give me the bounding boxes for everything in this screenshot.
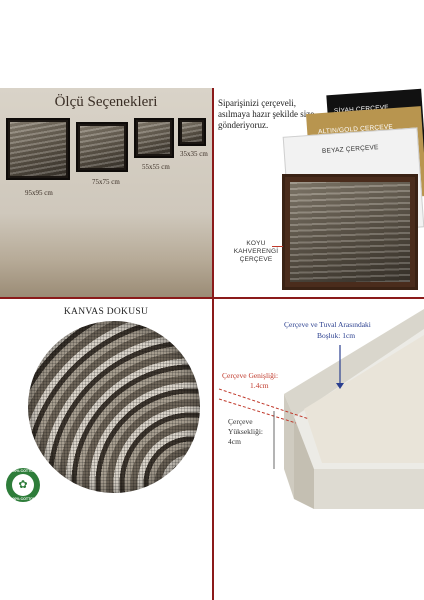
vertical-divider <box>212 88 214 600</box>
frame-options-panel: Siparişinizi çerçeveli, asılmaya hazır ş… <box>214 88 424 297</box>
frame-description: Siparişinizi çerçeveli, asılmaya hazır ş… <box>218 98 315 130</box>
size-options-title: Ölçü Seçenekleri <box>54 94 158 110</box>
cotton-badge: 100% COTTON ✿ 100% COTTON <box>6 468 40 502</box>
size-label-55: 55x55 cm <box>142 163 170 171</box>
gap-note: Çerçeve ve Tuval Arasındaki <box>284 320 371 329</box>
canvas-texture-panel: KANVAS DOKUSU 100% COTTON ✿ 100% COTTON <box>0 299 212 600</box>
frame-corner-illustration <box>218 309 424 509</box>
height-note: Çerçeve Yüksekliği: 4cm <box>228 417 263 446</box>
size-label-95: 95x95 cm <box>25 189 53 197</box>
size-label-75: 75x75 cm <box>92 178 120 186</box>
canvas-texture-title: KANVAS DOKUSU <box>63 307 149 317</box>
brown-frame-label: KOYU KAHVERENGİ ÇERÇEVE <box>233 240 279 263</box>
frame-35 <box>178 118 206 146</box>
frame-dimensions-panel: Çerçeve ve Tuval Arasındaki Boşluk: 1cm … <box>214 299 424 600</box>
width-note-value: 1.4cm <box>250 381 269 390</box>
brown-frame-sample <box>282 174 418 290</box>
width-note: Çerçeve Genişliği: <box>222 371 279 380</box>
size-label-35: 35x35 cm <box>180 150 208 158</box>
frame-95 <box>6 118 70 180</box>
size-options-panel: Ölçü Seçenekleri 95x95 cm 75x75 cm 55x55… <box>0 88 212 297</box>
frame-55 <box>134 118 174 158</box>
cotton-icon: ✿ <box>12 474 34 496</box>
canvas-texture-closeup <box>28 321 200 493</box>
pointer-line <box>272 246 283 247</box>
gap-note-value: Boşluk: 1cm <box>317 331 356 340</box>
frame-75 <box>76 122 128 172</box>
